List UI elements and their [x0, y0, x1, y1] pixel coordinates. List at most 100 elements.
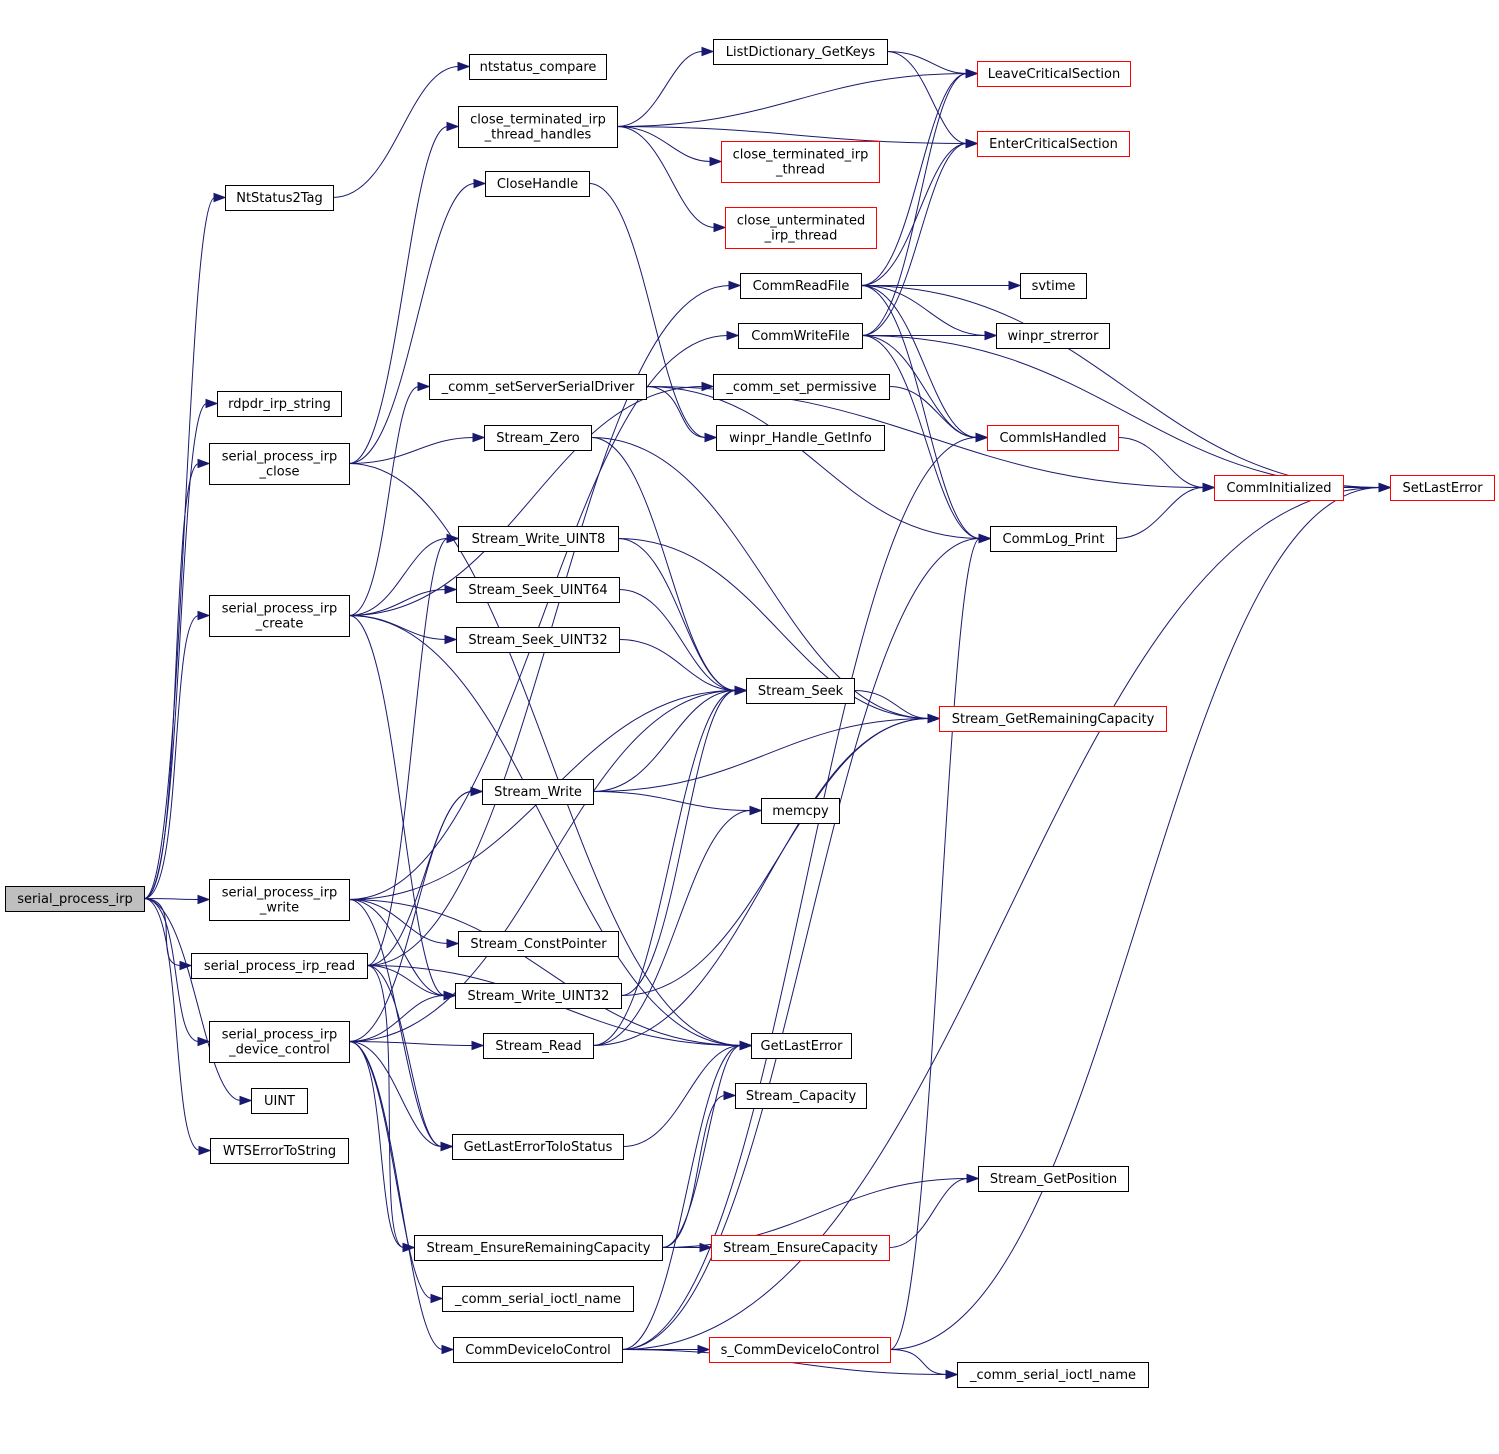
function-node-stream-capacity[interactable]: Stream_Capacity	[735, 1083, 867, 1109]
arrowhead-icon	[723, 1090, 737, 1101]
function-node-ntstatus2tag[interactable]: NtStatus2Tag	[225, 185, 334, 211]
function-node-stream-seek[interactable]: Stream_Seek	[746, 678, 855, 704]
function-node-closehandle[interactable]: CloseHandle	[485, 171, 590, 197]
function-node-svtime[interactable]: svtime	[1020, 273, 1087, 299]
function-node-comminitialized[interactable]: CommInitialized	[1214, 475, 1344, 501]
call-edge	[1115, 482, 1216, 539]
function-node-close-unterminated-irp-thread[interactable]: close_unterminated_irp_thread	[725, 207, 877, 249]
node-box	[1020, 273, 1087, 299]
arrowhead-icon	[197, 458, 211, 469]
function-node-comm-serial-ioctl-name-b[interactable]: _comm_serial_ioctl_name	[957, 1362, 1149, 1388]
function-node-getlasterror[interactable]: GetLastError	[751, 1033, 852, 1059]
call-edge	[348, 432, 486, 464]
function-node-commishandled[interactable]: CommIsHandled	[987, 425, 1119, 451]
node-label: GetLastError	[761, 1039, 844, 1054]
function-node-stream-write-uint32[interactable]: Stream_Write_UINT32	[455, 983, 622, 1009]
function-node-winpr-handle-getinfo[interactable]: winpr_Handle_GetInfo	[716, 425, 885, 451]
function-node-serial-process-irp-close[interactable]: serial_process_irp_close	[209, 443, 350, 485]
function-node-leavecriticalsection[interactable]: LeaveCriticalSection	[977, 61, 1131, 87]
node-label: _write	[259, 901, 299, 916]
call-edge	[592, 713, 941, 1046]
arrowhead-icon	[728, 280, 742, 291]
call-edge	[348, 899, 460, 949]
function-node-stream-write-uint8[interactable]: Stream_Write_UINT8	[458, 526, 619, 552]
function-node-stream-ensurecapacity[interactable]: Stream_EnsureCapacity	[711, 1235, 890, 1261]
function-node-close-terminated-irp-thread[interactable]: close_terminated_irp_thread	[721, 141, 880, 183]
function-node-s-commdeviceiocontrol[interactable]: s_CommDeviceIoControl	[709, 1337, 891, 1363]
node-label: WTSErrorToString	[223, 1144, 336, 1159]
function-node-serial-process-irp-create[interactable]: serial_process_irp_create	[209, 595, 350, 637]
function-node-stream-getposition[interactable]: Stream_GetPosition	[978, 1166, 1129, 1192]
node-box	[725, 207, 877, 249]
node-box	[740, 273, 862, 299]
function-node-stream-read[interactable]: Stream_Read	[483, 1033, 594, 1059]
arrowhead-icon	[726, 330, 740, 341]
call-edge	[662, 1242, 713, 1253]
call-edge	[366, 533, 460, 966]
function-node-stream-zero[interactable]: Stream_Zero	[484, 425, 592, 451]
node-box	[456, 627, 620, 653]
function-node-setlasterror[interactable]: SetLastError	[1390, 475, 1495, 501]
function-node-commlog-print[interactable]: CommLog_Print	[990, 526, 1117, 552]
function-node-commreadfile[interactable]: CommReadFile	[740, 273, 862, 299]
call-edge	[860, 285, 998, 341]
function-node-stream-write[interactable]: Stream_Write	[482, 779, 594, 805]
function-node-stream-seek-uint32[interactable]: Stream_Seek_UINT32	[456, 627, 620, 653]
function-node-comm-set-permissive[interactable]: _comm_set_permissive	[713, 374, 890, 400]
function-node-stream-ensureremainingcapacity[interactable]: Stream_EnsureRemainingCapacity	[414, 1235, 663, 1261]
arrowhead-icon	[446, 938, 460, 949]
function-node-ntstatus-compare[interactable]: ntstatus_compare	[469, 54, 607, 80]
function-node-serial-process-irp-write[interactable]: serial_process_irp_write	[209, 879, 350, 921]
arrowhead-icon	[697, 1344, 711, 1355]
function-node-serial-process-irp[interactable]: serial_process_irp	[5, 886, 145, 912]
call-edge	[860, 280, 1022, 291]
node-box	[735, 1083, 867, 1109]
node-box	[957, 1362, 1149, 1388]
arrowhead-icon	[213, 192, 227, 203]
function-node-commdeviceiocontrol[interactable]: CommDeviceIoControl	[453, 1337, 623, 1363]
node-label: Stream_EnsureCapacity	[723, 1241, 878, 1256]
function-node-getlasterrortoiostatus[interactable]: GetLastErrorToIoStatus	[452, 1134, 624, 1160]
node-label: close_terminated_irp	[733, 148, 869, 163]
function-node-comm-serial-ioctl-name-a[interactable]: _comm_serial_ioctl_name	[442, 1286, 634, 1312]
function-node-stream-seek-uint64[interactable]: Stream_Seek_UINT64	[456, 577, 620, 603]
function-node-winpr-strerror[interactable]: winpr_strerror	[996, 323, 1110, 349]
node-box	[209, 595, 350, 637]
function-node-comm-setserverserialdriver[interactable]: _comm_setServerSerialDriver	[429, 374, 647, 400]
function-node-close-terminated-irp-thread-handles[interactable]: close_terminated_irp_thread_handles	[458, 106, 618, 148]
call-edge	[143, 192, 227, 899]
node-label: Stream_Capacity	[746, 1089, 857, 1104]
function-node-stream-constpointer[interactable]: Stream_ConstPointer	[458, 931, 619, 957]
arrowhead-icon	[197, 1036, 211, 1047]
node-box	[716, 425, 885, 451]
function-node-uint[interactable]: UINT	[251, 1088, 308, 1114]
call-edge	[348, 899, 457, 1001]
node-label: _thread	[775, 163, 825, 178]
function-node-serial-process-irp-device-control[interactable]: serial_process_irp_device_control	[209, 1021, 350, 1063]
node-label: CommIsHandled	[999, 431, 1106, 446]
call-edge	[348, 1041, 454, 1152]
function-node-wtserrortostring[interactable]: WTSErrorToString	[210, 1138, 349, 1164]
function-node-commwritefile[interactable]: CommWriteFile	[738, 323, 863, 349]
call-edge	[621, 1040, 753, 1350]
function-node-memcpy[interactable]: memcpy	[761, 798, 840, 824]
node-box	[225, 185, 334, 211]
node-box	[746, 678, 855, 704]
node-box	[414, 1235, 663, 1261]
call-edge	[348, 330, 740, 900]
function-node-serial-process-irp-read[interactable]: serial_process_irp_read	[191, 953, 368, 979]
arrowhead-icon	[927, 713, 941, 724]
node-box	[990, 526, 1117, 552]
function-node-rdpdr-irp-string[interactable]: rdpdr_irp_string	[217, 391, 342, 417]
call-edge	[621, 482, 1392, 1350]
node-label: Stream_Seek_UINT32	[468, 633, 607, 648]
function-node-stream-getremainingcapacity[interactable]: Stream_GetRemainingCapacity	[939, 706, 1167, 732]
node-box	[939, 706, 1167, 732]
arrowhead-icon	[197, 894, 211, 905]
call-edge	[143, 610, 211, 899]
arrowhead-icon	[239, 1095, 253, 1106]
function-node-entercriticalsection[interactable]: EnterCriticalSection	[977, 131, 1130, 157]
function-node-listdictionary-getkeys[interactable]: ListDictionary_GetKeys	[713, 39, 888, 65]
arrowhead-icon	[205, 398, 219, 409]
arrowhead-icon	[1008, 280, 1022, 291]
